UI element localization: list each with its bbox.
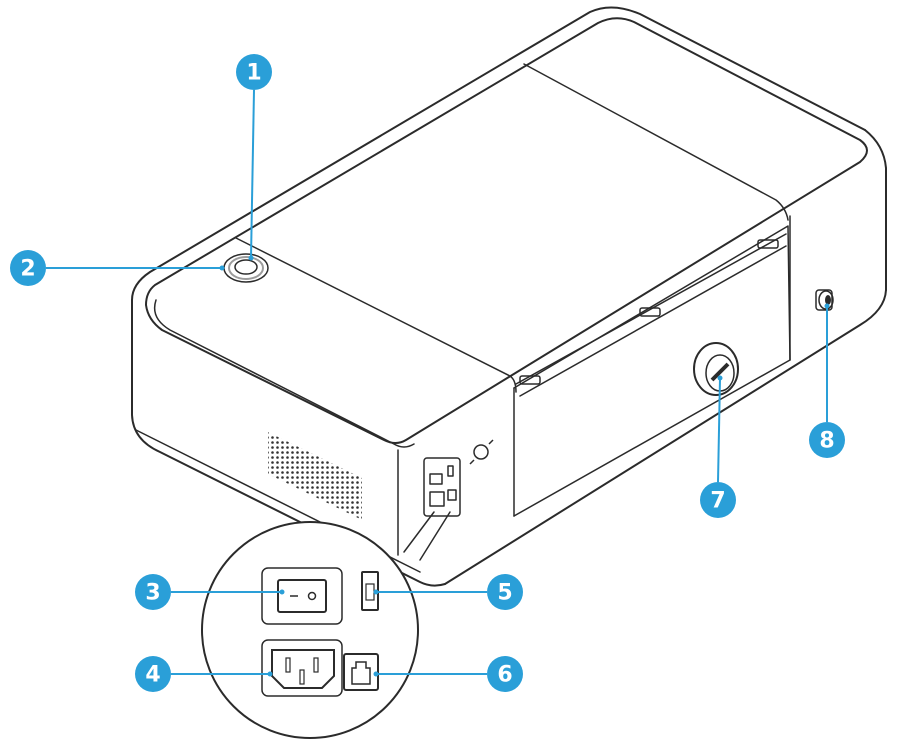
callout-leader-line (717, 377, 721, 483)
right-edge (864, 129, 887, 291)
callout-leader-dot (279, 589, 285, 595)
left-front-wall (131, 299, 446, 587)
callout-leader-dot (373, 589, 379, 595)
lid-divider-left (235, 237, 517, 393)
bottom-edge (444, 289, 887, 585)
callout-leader-dot (824, 303, 830, 309)
callout-leader-line (250, 89, 255, 259)
callout-number: 6 (497, 663, 512, 688)
device-body (131, 6, 887, 587)
callout-4: 4 (135, 656, 273, 692)
callout-leader-dot (248, 255, 254, 261)
callout-6: 6 (373, 656, 523, 692)
hinge-1 (519, 375, 541, 385)
callout-badge (10, 250, 46, 286)
power-button-icon[interactable] (223, 253, 269, 283)
focus-knob-icon[interactable] (693, 342, 739, 396)
callout-leader-dot (219, 265, 225, 271)
power-switch-icon[interactable] (261, 567, 343, 625)
callout-number: 2 (20, 257, 35, 282)
top-lid (145, 17, 868, 444)
magnified-port-view (201, 521, 419, 739)
callout-leader-dot (717, 375, 723, 381)
callout-8: 8 (809, 303, 845, 458)
callout-badge (487, 656, 523, 692)
callout-number: 8 (819, 429, 834, 454)
callout-badge (236, 54, 272, 90)
callout-badge (135, 656, 171, 692)
callout-2: 2 (10, 250, 225, 286)
callout-number: 4 (145, 663, 160, 688)
callout-badge (135, 574, 171, 610)
air-assist-connector-icon[interactable] (815, 289, 834, 311)
callout-badge (809, 422, 845, 458)
lid-divider-right (523, 63, 789, 221)
callout-leader-dot (267, 671, 273, 677)
callout-number: 1 (246, 61, 261, 86)
side-window-rail-2 (519, 245, 787, 397)
rear-port-panel (423, 457, 461, 517)
power-socket-icon (261, 639, 343, 697)
laser-symbol-icon (469, 439, 494, 465)
hinge-2 (639, 307, 661, 317)
callout-badge (487, 574, 523, 610)
side-window (513, 225, 791, 517)
callout-badge (700, 482, 736, 518)
ethernet-port-icon[interactable] (343, 653, 379, 691)
callouts: 1 2 3 4 5 6 7 8 (10, 54, 845, 692)
top-back-edge (131, 6, 866, 301)
callout-3: 3 (135, 574, 285, 610)
hinge-3 (757, 239, 779, 249)
callout-7: 7 (700, 375, 736, 518)
callout-5: 5 (373, 574, 523, 610)
callout-number: 7 (710, 489, 725, 514)
magnifier-connector (403, 511, 451, 561)
callout-leader-dot (373, 671, 379, 677)
vent-grille-icon (268, 432, 362, 520)
callout-number: 3 (145, 581, 160, 606)
side-window-rail (515, 233, 787, 385)
top-rim (153, 299, 415, 448)
callout-number: 5 (497, 581, 512, 606)
callout-1: 1 (236, 54, 272, 261)
